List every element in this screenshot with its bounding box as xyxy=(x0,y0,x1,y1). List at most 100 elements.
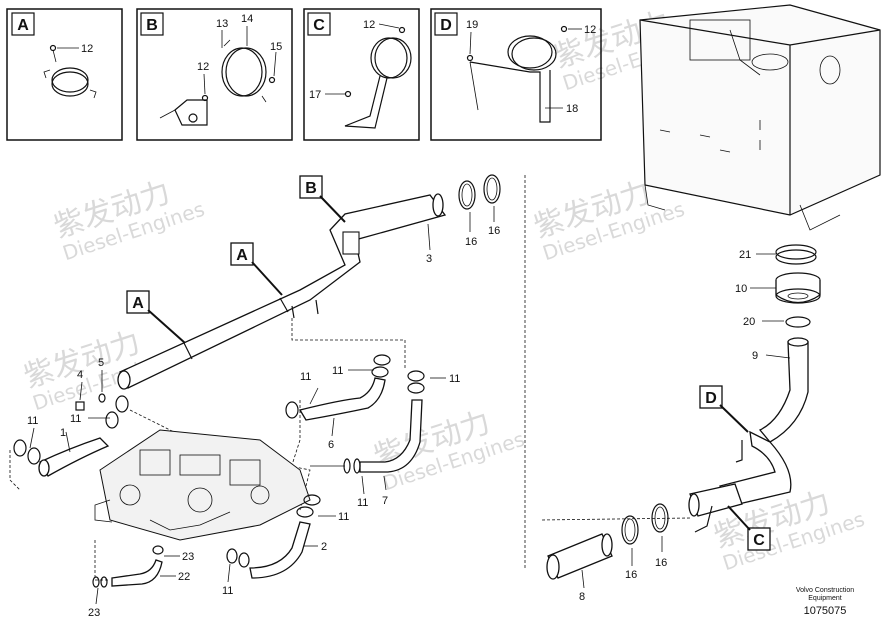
part-number-11: 11 xyxy=(357,497,368,509)
hose-clamp xyxy=(92,576,100,588)
part-number-11: 11 xyxy=(70,413,81,425)
part-number-16: 16 xyxy=(655,557,667,569)
detail-view-a: A 12 xyxy=(6,8,123,141)
detail-letter-box xyxy=(307,12,331,36)
hose-6 xyxy=(298,377,386,421)
detail-letter-box xyxy=(140,12,164,36)
hose-1 xyxy=(38,437,110,477)
part-number-16: 16 xyxy=(465,236,477,248)
gasket-ring xyxy=(621,515,639,545)
hose-clamp xyxy=(13,439,27,457)
hose-clamp xyxy=(353,458,361,474)
part-number-5: 5 xyxy=(98,357,104,369)
svg-text:D: D xyxy=(705,390,717,407)
hose-22 xyxy=(111,559,163,587)
hose-clamp xyxy=(371,366,389,378)
part-label: 17 xyxy=(309,89,321,101)
part-number-2: 2 xyxy=(321,541,327,553)
part-label: 12 xyxy=(584,24,596,36)
part-number-21: 21 xyxy=(739,249,751,261)
part-label: 12 xyxy=(81,43,93,55)
hose-7 xyxy=(359,399,423,473)
part-label: 15 xyxy=(270,41,282,53)
part-number-11: 11 xyxy=(300,371,311,383)
part-number-7: 7 xyxy=(382,495,388,507)
clamp-21 xyxy=(775,244,817,265)
part-number-8: 8 xyxy=(579,591,585,603)
part-number-9: 9 xyxy=(752,350,758,362)
part-number-3: 3 xyxy=(426,253,432,265)
gasket-ring xyxy=(483,174,501,204)
engine-block xyxy=(94,429,311,541)
footer-category: Equipment xyxy=(808,595,842,602)
detail-letter: D xyxy=(440,17,452,34)
detail-frame xyxy=(136,8,293,141)
main-exhaust-pipe xyxy=(117,193,447,390)
hose-clamp xyxy=(115,395,129,413)
clamp-bracket-icon xyxy=(159,39,276,126)
bolt-washer-group xyxy=(75,393,106,411)
footer: Volvo Construction Equipment 1075075 xyxy=(796,587,854,617)
hose-clamp xyxy=(407,370,425,382)
svg-text:B: B xyxy=(305,180,317,197)
detail-view-b: B 13 14 15 12 xyxy=(136,8,293,141)
callout-c: C xyxy=(727,505,771,551)
part-label: 12 xyxy=(197,61,209,73)
part-number-1: 1 xyxy=(60,427,66,439)
part-label: 18 xyxy=(566,103,578,115)
lower-pipe-section xyxy=(688,430,792,533)
svg-text:A: A xyxy=(132,295,144,312)
part-label: 13 xyxy=(216,18,228,30)
hose-clamp xyxy=(373,354,391,366)
callout-a-left: A xyxy=(126,290,186,344)
hose-clamp xyxy=(407,382,425,394)
hose-2 xyxy=(249,521,311,579)
part-number-11: 11 xyxy=(449,373,460,385)
pipe-9 xyxy=(758,337,809,443)
detail-letter-box xyxy=(11,12,35,36)
part-label: 19 xyxy=(466,19,478,31)
detail-frame xyxy=(6,8,123,141)
detail-frame xyxy=(430,8,602,141)
detail-letter: C xyxy=(313,17,325,34)
hose-clamp xyxy=(226,548,238,564)
part-number-11: 11 xyxy=(338,511,349,523)
hose-clamp xyxy=(238,552,250,568)
clamp-support-icon xyxy=(344,26,412,129)
detail-letter: A xyxy=(17,17,29,34)
hose-clamp xyxy=(296,506,314,518)
gasket-ring xyxy=(458,180,476,210)
callout-d: D xyxy=(699,385,749,433)
detail-frame xyxy=(303,8,420,141)
callout-a-upper: A xyxy=(230,242,283,296)
clamp-icon xyxy=(43,44,97,99)
hose-clamp xyxy=(152,545,164,555)
hose-clamp xyxy=(285,401,299,419)
svg-text:A: A xyxy=(236,247,248,264)
part-number-11: 11 xyxy=(27,415,38,427)
part-number-23: 23 xyxy=(88,607,100,619)
part-number-11: 11 xyxy=(332,365,343,377)
part-number-10: 10 xyxy=(735,283,747,295)
pipe-8 xyxy=(546,533,613,580)
callout-b: B xyxy=(299,175,346,223)
gasket-ring xyxy=(651,503,669,533)
clamp-20 xyxy=(785,316,811,328)
svg-text:C: C xyxy=(753,532,765,549)
detail-letter-box xyxy=(434,12,458,36)
footer-company: Volvo Construction xyxy=(796,587,854,594)
detail-view-d: D 19 12 18 xyxy=(430,8,602,141)
part-label: 12 xyxy=(363,19,375,31)
bellows-10 xyxy=(775,272,821,304)
tank-assembly xyxy=(639,4,881,231)
clamp-bracket-plate-icon xyxy=(466,25,568,123)
part-number-20: 20 xyxy=(743,316,755,328)
hose-clamp xyxy=(105,411,119,429)
hose-clamp xyxy=(27,447,41,465)
part-number-22: 22 xyxy=(178,571,190,583)
part-number-6: 6 xyxy=(328,439,334,451)
part-number-16: 16 xyxy=(625,569,637,581)
watermark-4: 紫发动力 Diesel-Engines xyxy=(370,405,528,495)
part-number-11: 11 xyxy=(222,585,233,597)
